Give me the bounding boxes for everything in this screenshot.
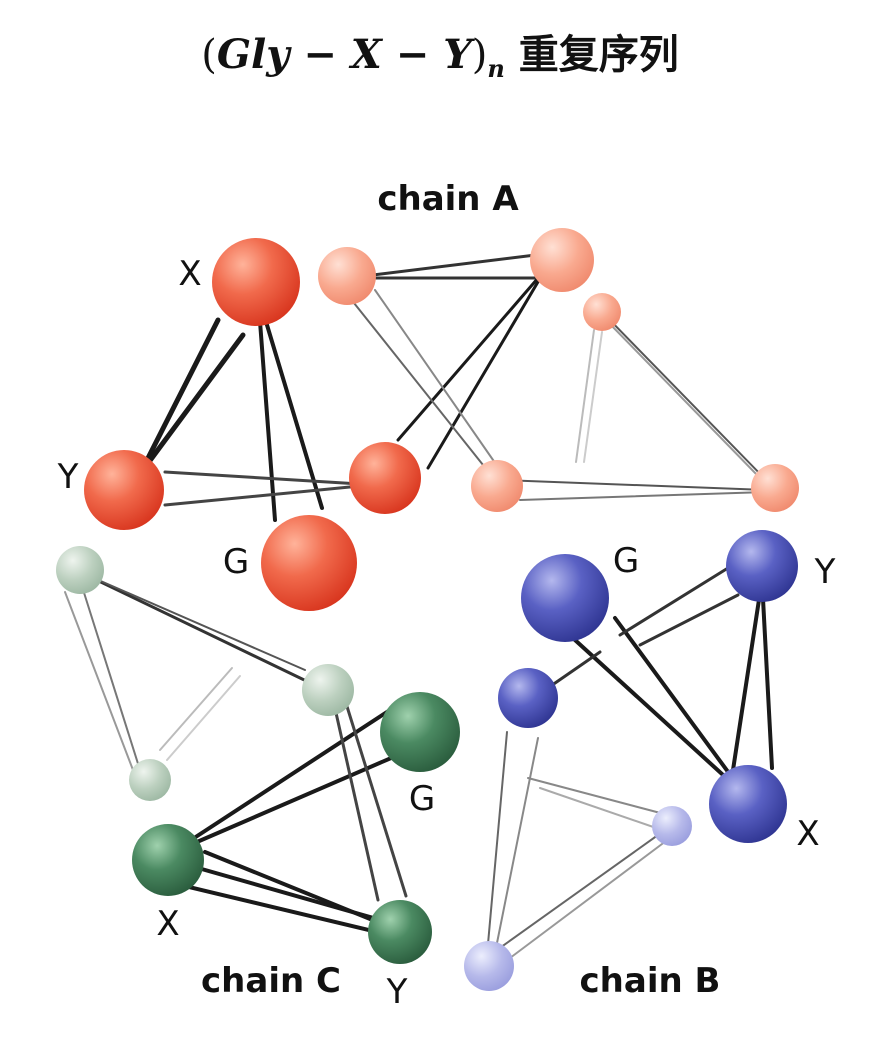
chain-b-residue-y bbox=[726, 530, 798, 602]
chain-c-residue bbox=[129, 759, 171, 801]
chain-a-bonds bbox=[140, 250, 769, 522]
chain-c-residues bbox=[56, 546, 460, 964]
chain-c-bonds bbox=[64, 570, 408, 939]
chain-c-residue bbox=[56, 546, 104, 594]
chain-a-label: chain A bbox=[377, 179, 519, 219]
chain-a-residues bbox=[84, 228, 799, 611]
chain-a-label-y: Y bbox=[57, 457, 79, 497]
chain-c-label-y: Y bbox=[386, 972, 408, 1012]
chain-a-residue-y bbox=[84, 450, 164, 530]
chain-b-residue-g bbox=[521, 554, 609, 642]
chain-b-label: chain B bbox=[580, 961, 721, 1001]
chain-a-residue bbox=[583, 293, 621, 331]
chain-b-residue-x bbox=[709, 765, 787, 843]
chain-c-residue-g bbox=[380, 692, 460, 772]
chain-b-residue bbox=[498, 668, 558, 728]
chain-a-residue bbox=[530, 228, 594, 292]
chain-b-label-g: G bbox=[613, 541, 639, 581]
chain-b-label-x: X bbox=[796, 814, 819, 854]
title-formula: (Gly − X − Y)n bbox=[201, 31, 505, 83]
chain-b-residues bbox=[464, 530, 798, 991]
chain-b-label-y: Y bbox=[814, 552, 836, 592]
page-title: (Gly − X − Y)n 重复序列 bbox=[0, 22, 880, 83]
chain-a-label-x: X bbox=[178, 254, 201, 294]
chain-b-residue bbox=[464, 941, 514, 991]
chain-c-residue-x bbox=[132, 824, 204, 896]
chain-c-residue bbox=[302, 664, 354, 716]
chain-a-residue bbox=[751, 464, 799, 512]
chain-a-residue bbox=[318, 247, 376, 305]
chain-c-label-x: X bbox=[156, 904, 179, 944]
chain-a-label-g: G bbox=[223, 542, 249, 582]
chain-a-residue bbox=[471, 460, 523, 512]
chain-b-residue bbox=[652, 806, 692, 846]
chain-b-bonds bbox=[486, 566, 774, 959]
chain-a-residue-g bbox=[261, 515, 357, 611]
chain-c-label: chain C bbox=[201, 961, 341, 1001]
chain-c-label-g: G bbox=[409, 779, 435, 819]
title-suffix: 重复序列 bbox=[504, 32, 679, 78]
chain-a-residue-x bbox=[212, 238, 300, 326]
chain-c-residue-y bbox=[368, 900, 432, 964]
chain-a-residue bbox=[349, 442, 421, 514]
